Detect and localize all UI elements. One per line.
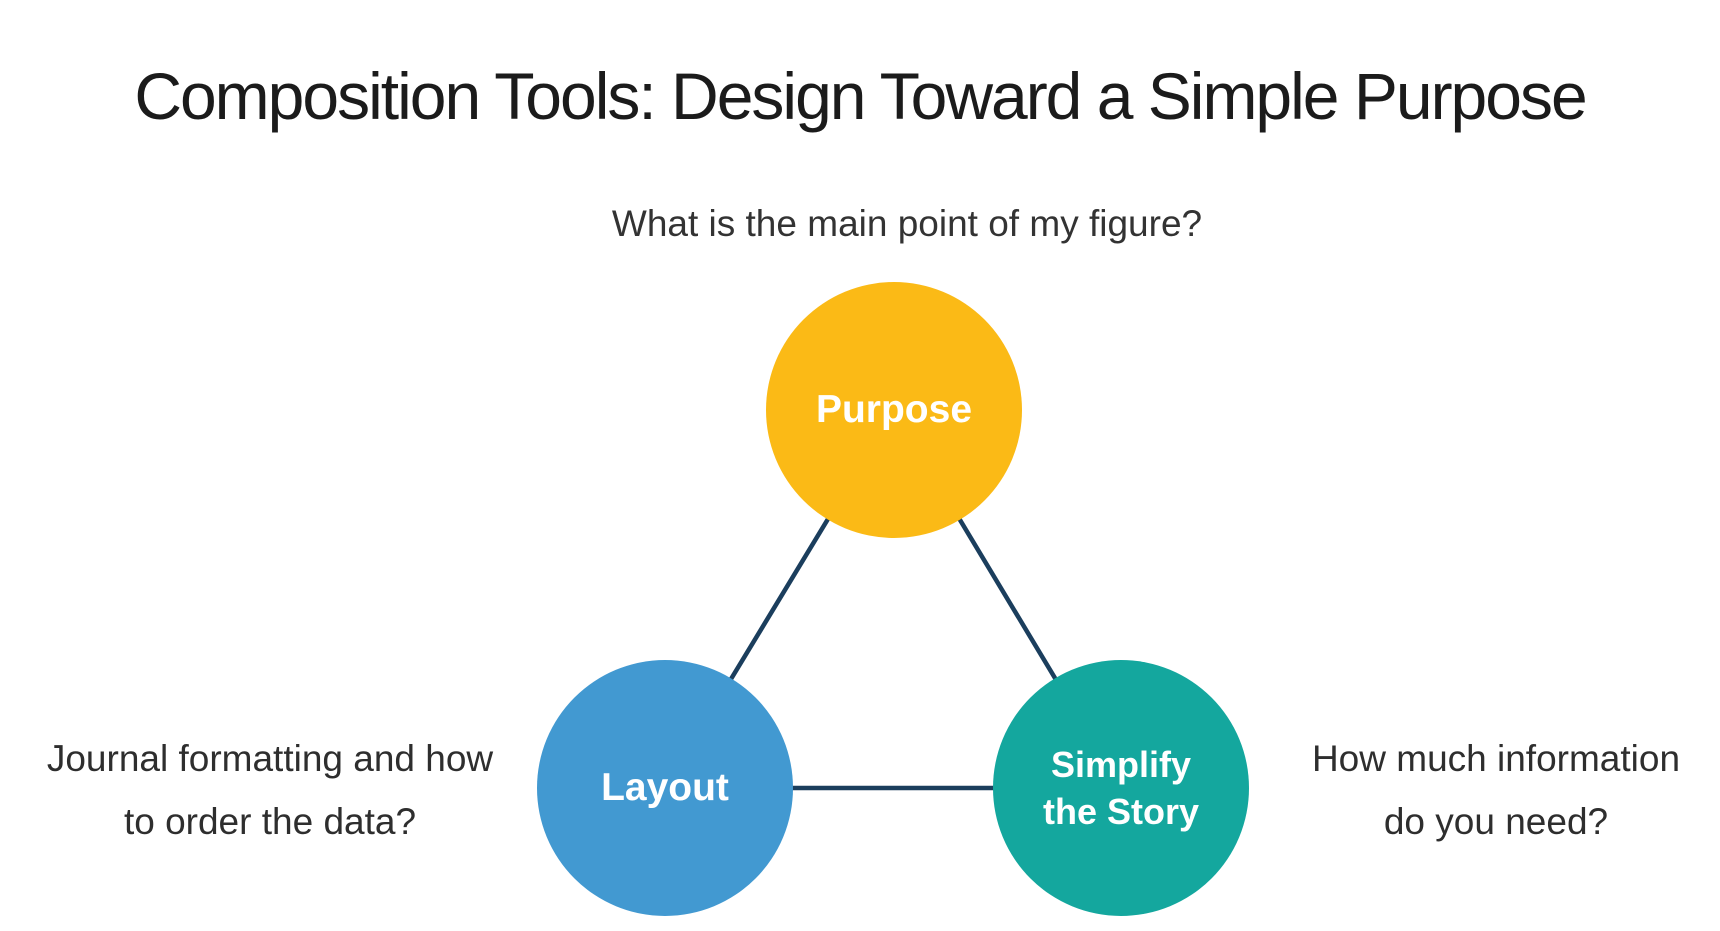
simplify-question-line2: do you need? <box>1383 801 1609 842</box>
node-simplify-the-story-circle[interactable]: Simplify the Story <box>993 660 1249 916</box>
layout-question-label: Journal formatting and how to order the … <box>10 727 530 853</box>
node-layout-circle[interactable]: Layout <box>537 660 793 916</box>
node-purpose-circle[interactable]: Purpose <box>766 282 1022 538</box>
layout-question-line2: to order the data? <box>123 801 417 842</box>
layout-question-line1: Journal formatting and how <box>46 738 494 779</box>
node-layout-label: Layout <box>601 766 729 809</box>
node-simplify-label-line1: Simplify <box>1050 744 1192 785</box>
simplify-question-label: How much information do you need? <box>1236 727 1720 853</box>
simplify-question-line1: How much information <box>1311 738 1681 779</box>
triangle-connector-lines <box>661 405 1125 791</box>
node-simplify-label-line2: the Story <box>1042 791 1200 832</box>
node-purpose-label: Purpose <box>815 388 973 431</box>
purpose-question-label: What is the main point of my figure? <box>611 203 1203 244</box>
page-title: Composition Tools: Design Toward a Simpl… <box>134 59 1587 133</box>
